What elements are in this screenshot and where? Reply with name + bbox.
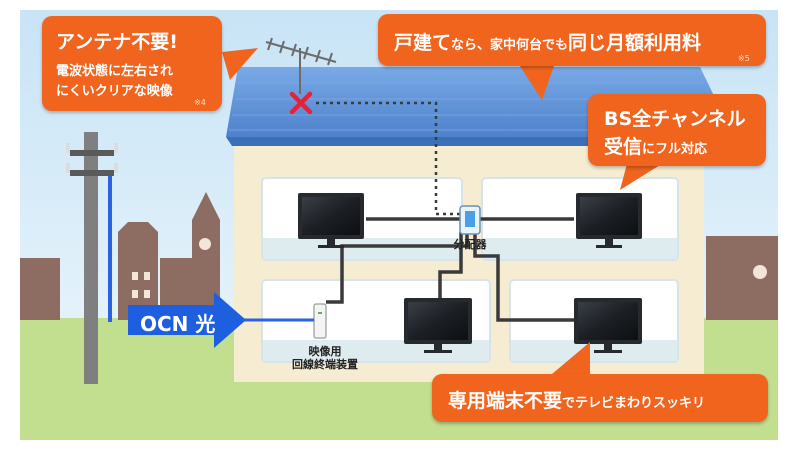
cross-icon: [289, 91, 313, 115]
callout-house-part3: 同じ月額利用料: [568, 32, 702, 54]
utility-pole-icon: [66, 132, 118, 384]
ont-icon: [313, 303, 327, 339]
tv-icon: [576, 193, 642, 248]
callout-house-part1: 戸建て: [394, 32, 452, 54]
right-buildings: [706, 236, 778, 320]
tv-icon: [298, 193, 364, 248]
splitter-icon: [459, 205, 481, 235]
callout-antenna-line1: 電波状態に左右され: [56, 64, 174, 79]
callout-bs-line2a: 受信: [604, 136, 643, 158]
callout-bs-line2b: にフル対応: [642, 142, 708, 157]
callout-terminal: 専用端末不要でテレビまわりスッキリ: [432, 374, 768, 422]
callout-bs: BS全チャンネル 受信にフル対応: [588, 94, 766, 166]
tv-icon: [404, 298, 472, 353]
tv-icon: [574, 298, 642, 353]
ocn-arrow: [128, 292, 314, 348]
ont-label: 映像用 回線終端装置: [270, 345, 380, 371]
antenna-cable-dotted: [316, 101, 462, 216]
ocn-label: OCN 光: [140, 312, 216, 336]
callout-terminal-part1: 専用端末不要: [448, 390, 563, 412]
ont-label-line1: 映像用: [308, 345, 342, 358]
antenna-icon: [265, 37, 337, 94]
callout-house: 戸建てなら、家中何台でも同じ月額利用料 ※5: [378, 14, 766, 66]
splitter-label: 分配器: [453, 238, 487, 251]
ont-label-line2: 回線終端装置: [292, 358, 358, 371]
callout-terminal-part2: でテレビまわりスッキリ: [562, 396, 706, 411]
callout-antenna-note: ※4: [194, 98, 206, 107]
callout-house-note: ※5: [738, 54, 750, 63]
callout-house-part2: なら、家中何台でも: [451, 38, 569, 53]
callout-antenna: アンテナ不要! 電波状態に左右され にくいクリアな映像 ※4: [42, 16, 222, 111]
callout-antenna-line2: にくいクリアな映像: [56, 84, 173, 99]
callout-antenna-title: アンテナ不要!: [56, 31, 178, 53]
callout-bs-line1: BS全チャンネル: [604, 108, 746, 130]
